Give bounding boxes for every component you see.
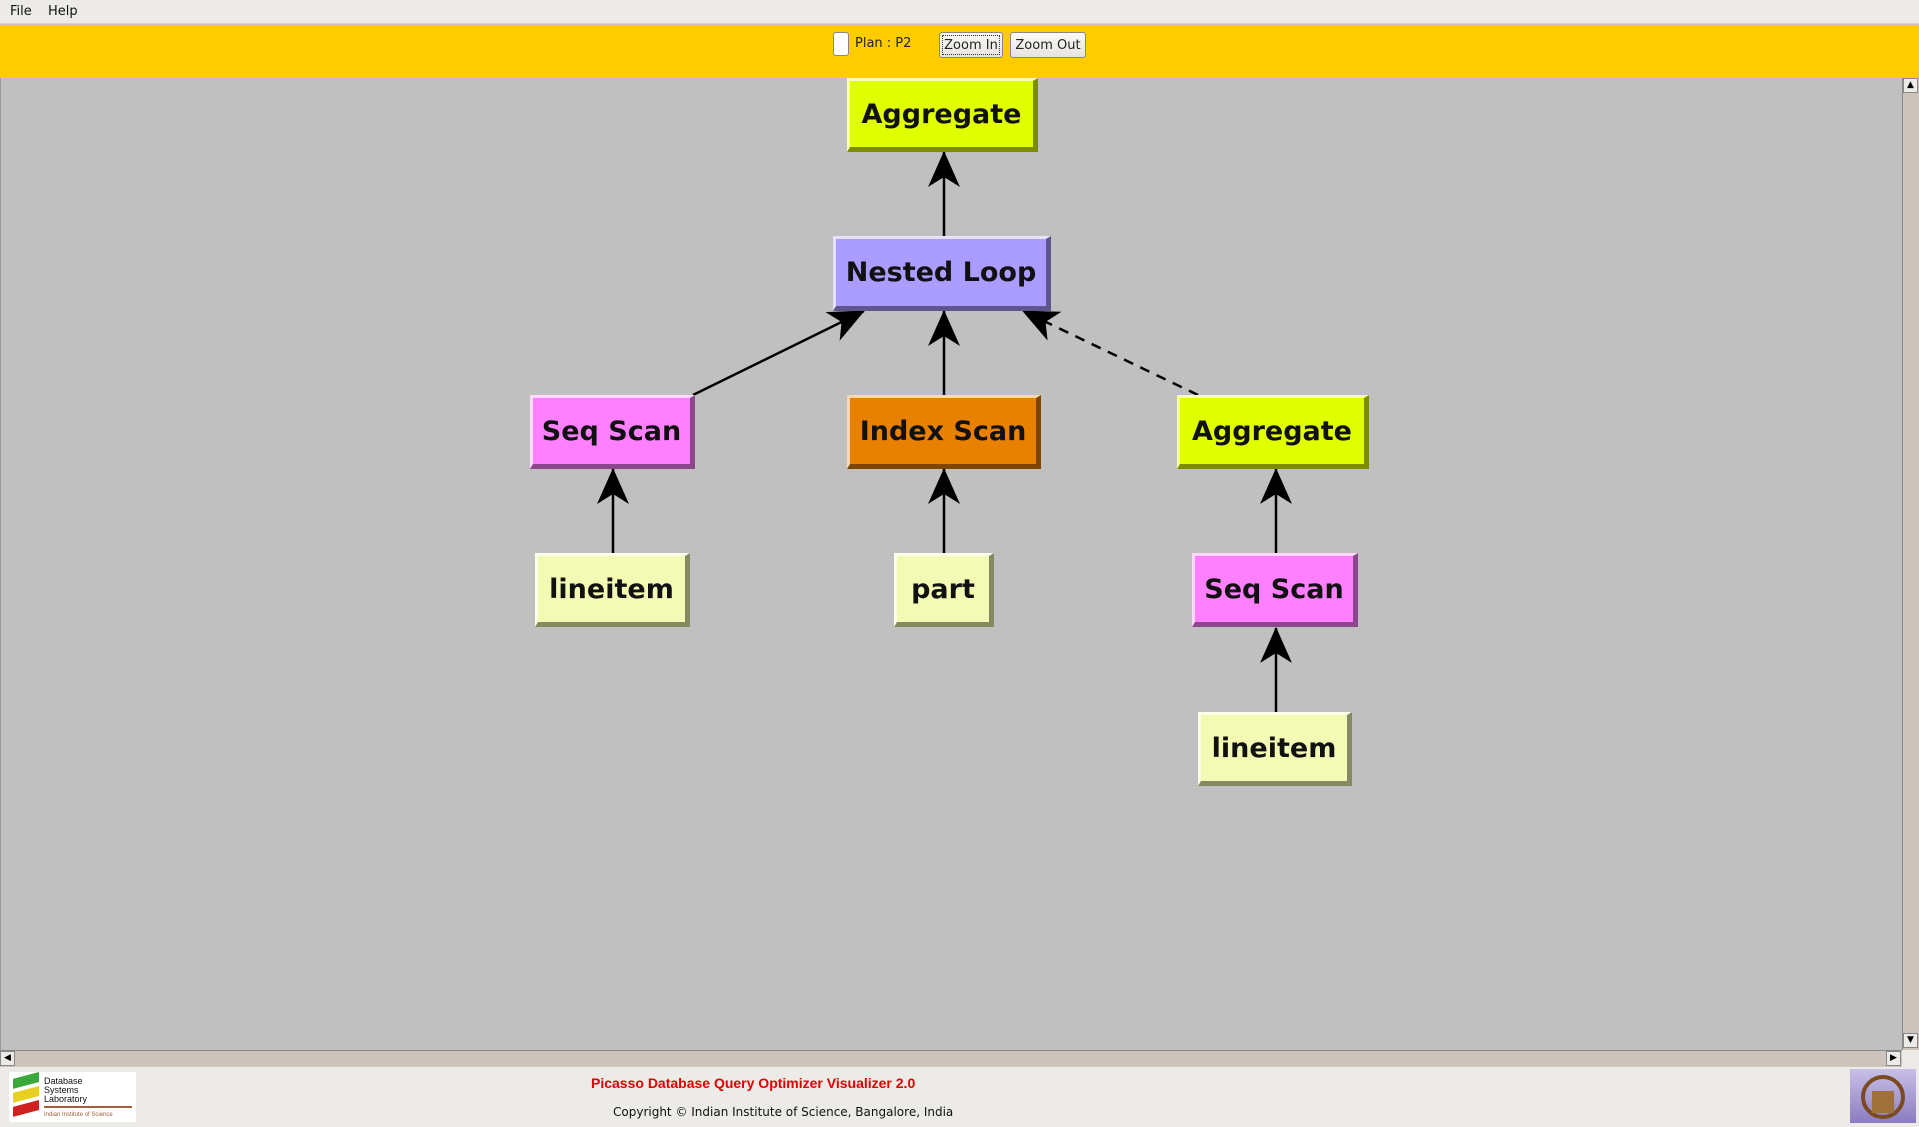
node-lineitem-2[interactable]: lineitem [1198, 712, 1352, 786]
plan-label: Plan : P2 [855, 36, 912, 51]
node-lineitem[interactable]: lineitem [535, 553, 690, 627]
svg-text:Database: Database [44, 1076, 83, 1086]
svg-text:Indian Institute of Science: Indian Institute of Science [44, 1112, 113, 1118]
svg-text:Laboratory: Laboratory [44, 1094, 88, 1104]
node-seq-scan[interactable]: Seq Scan [530, 395, 695, 469]
node-aggregate[interactable]: Aggregate [1177, 395, 1369, 469]
node-seq-scan-2[interactable]: Seq Scan [1192, 553, 1358, 627]
node-part[interactable]: part [894, 553, 994, 627]
node-index-scan[interactable]: Index Scan [847, 395, 1041, 469]
horizontal-scrollbar[interactable]: ◀ ▶ [0, 1050, 1902, 1067]
vertical-scrollbar[interactable]: ▲ ▼ [1902, 78, 1919, 1050]
edge-aggregate-nestedloop [1022, 309, 1199, 397]
copyright: Copyright © Indian Institute of Science,… [613, 1105, 954, 1119]
menu-bar: File Help [0, 0, 1919, 24]
node-aggregate-root[interactable]: Aggregate [847, 78, 1038, 152]
edge-seqscan-nestedloop [692, 309, 865, 397]
app-title: Picasso Database Query Optimizer Visuali… [591, 1075, 916, 1091]
plan-edges [597, 151, 1292, 712]
footer: Database Systems Laboratory Indian Insti… [0, 1067, 1919, 1125]
scroll-left-button[interactable]: ◀ [0, 1051, 15, 1066]
iisc-emblem-icon [1850, 1069, 1916, 1123]
dsl-logo: Database Systems Laboratory Indian Insti… [9, 1071, 136, 1122]
scroll-down-button[interactable]: ▼ [1903, 1033, 1918, 1048]
plan-checkbox[interactable] [833, 32, 849, 56]
plan-tree-canvas: Aggregate Nested Loop Seq Scan Index Sca… [0, 78, 1902, 1050]
scroll-right-button[interactable]: ▶ [1886, 1051, 1901, 1066]
menu-file[interactable]: File [10, 4, 32, 19]
svg-text:Systems: Systems [44, 1085, 79, 1095]
zoom-in-button[interactable]: Zoom In [939, 32, 1003, 58]
menu-help[interactable]: Help [48, 4, 78, 19]
node-nested-loop[interactable]: Nested Loop [833, 236, 1051, 311]
scroll-up-button[interactable]: ▲ [1903, 78, 1918, 93]
zoom-out-button[interactable]: Zoom Out [1010, 32, 1086, 58]
